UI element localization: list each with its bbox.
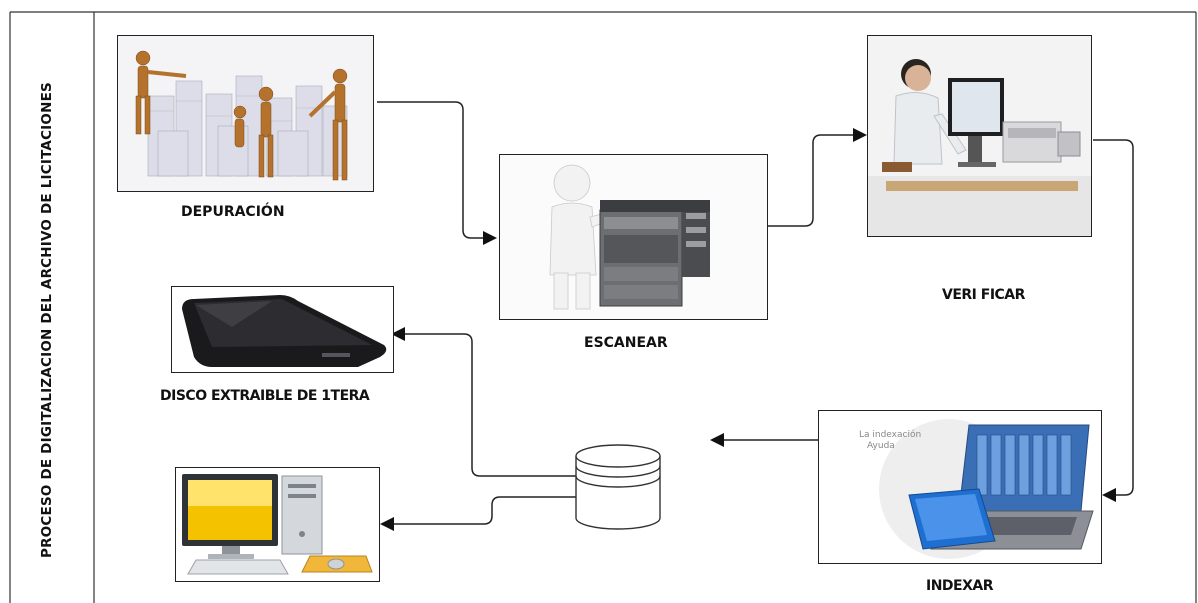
arrowheads: [380, 128, 1116, 531]
step-label-indexar: INDEXAR: [926, 578, 994, 594]
disco-image: [171, 286, 394, 373]
scanner-person-icon: [500, 155, 767, 319]
connector-depuracion-escanear: [377, 101, 490, 239]
step-label-depuracion: DEPURACIÓN: [181, 204, 285, 220]
indexar-caption-line-2: Ayuda: [867, 441, 895, 451]
desktop-computer-icon: [176, 468, 379, 581]
external-disk-icon: [172, 287, 393, 372]
people-papers-icon: [118, 36, 373, 191]
vertical-process-title: PROCESO DE DIGITALIZACION DEL ARCHIVO DE…: [24, 40, 70, 600]
verificar-image: [867, 35, 1092, 237]
step-label-verificar: VERI FICAR: [942, 287, 1025, 303]
indexar-image: La indexación Ayuda: [818, 410, 1102, 564]
flow-connectors: [377, 101, 1134, 525]
escanear-image: [499, 154, 768, 320]
desktop-computer-image: [175, 467, 380, 582]
depuracion-image: [117, 35, 374, 192]
workstation-person-icon: [868, 36, 1091, 236]
step-label-disco: DISCO EXTRAIBLE DE 1TERA: [160, 388, 370, 404]
process-title-text: PROCESO DE DIGITALIZACION DEL ARCHIVO DE…: [39, 82, 55, 558]
connector-verificar-indexar: [1093, 139, 1134, 496]
indexar-caption-line-1: La indexación: [859, 429, 921, 440]
database-icon: [575, 444, 661, 530]
step-label-escanear: ESCANEAR: [584, 335, 668, 351]
indexing-laptop-icon: La indexación Ayuda: [819, 411, 1101, 563]
connector-escanear-verificar: [768, 134, 860, 227]
connector-database-desktop: [388, 496, 578, 525]
connector-database-disco: [400, 333, 578, 477]
